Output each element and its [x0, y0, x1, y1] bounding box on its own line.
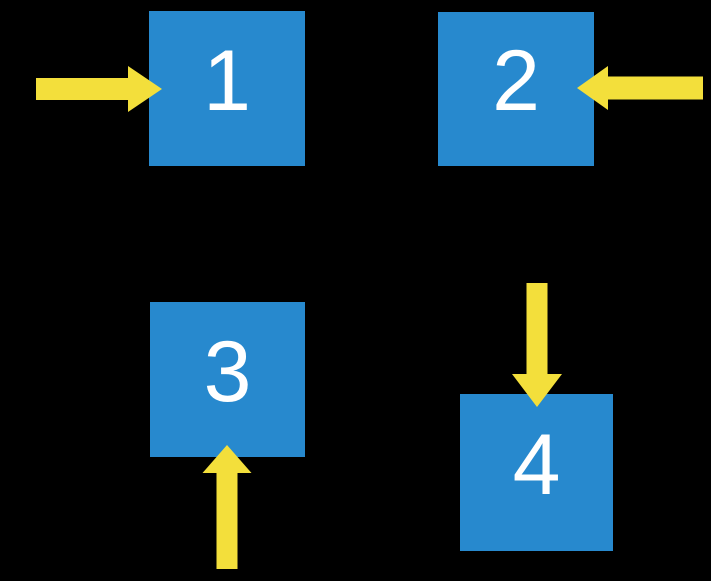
square-3-label: 3 [203, 323, 252, 420]
arrow-left-icon [577, 66, 703, 110]
arrow-up-icon [202, 445, 252, 569]
square-2: 2 [438, 12, 594, 166]
square-2-label: 2 [492, 33, 540, 129]
square-1-label: 1 [203, 32, 251, 129]
square-4-label: 4 [512, 416, 561, 513]
square-4: 4 [460, 394, 613, 551]
arrow-right-icon [36, 66, 162, 112]
arrow-down-icon [512, 283, 562, 407]
square-3: 3 [150, 302, 305, 457]
square-1: 1 [149, 11, 305, 166]
